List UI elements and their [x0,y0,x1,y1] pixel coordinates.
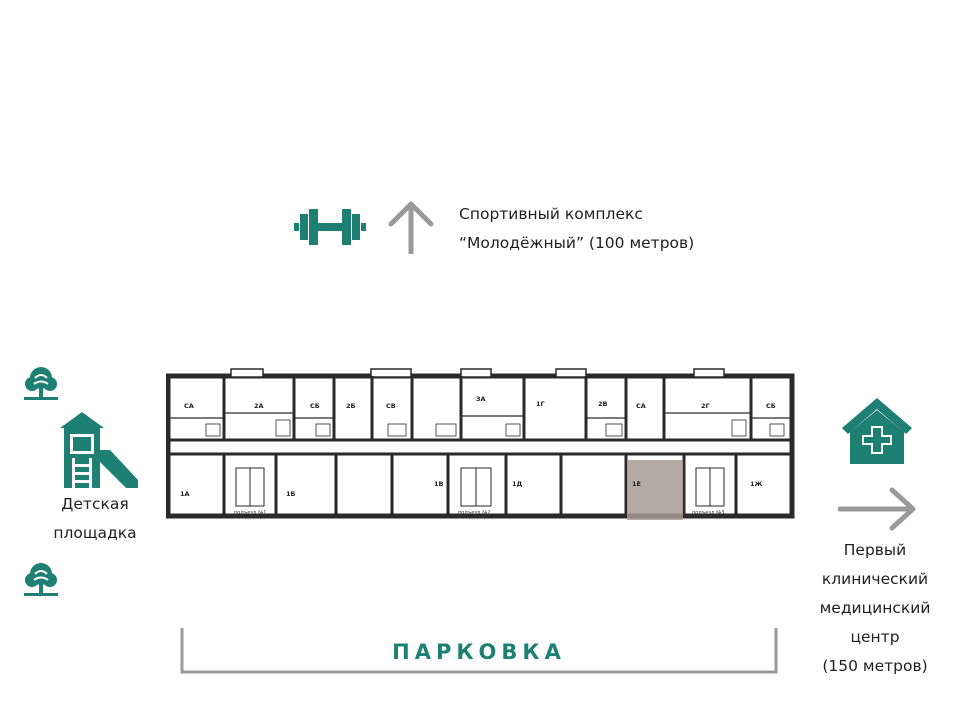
tree-icon [24,367,58,400]
clinic-line-1: Первый [843,541,907,559]
unit-code-top: 2В [598,400,608,408]
unit-code-top: СА [184,402,194,410]
playground-icon [60,412,138,488]
unit-code-top: 2А [254,402,264,410]
parking-label: ПАРКОВКА [392,640,566,664]
dumbbell-icon [294,209,366,245]
clinic-line-4: центр [850,628,900,646]
clinic-line-5: (150 метров) [822,657,928,675]
floor-plan: СА 2А СБ 2Б СВ 3А 1Г 2В СА 2Г СБ 1А 1Б 1В 1Д 1Е 1Ж подъ… [165,368,796,532]
up-arrow-wrap [386,200,436,258]
clinic-line-2: клинический [821,570,929,588]
unit-code-bottom: 1Д [512,480,523,488]
clinic-line-3: медицинский [819,599,931,617]
unit-code-bottom: 1Ж [750,480,763,488]
entrance-label: подъезд №2 [458,510,490,516]
entrance-label: подъезд №1 [234,510,266,516]
unit-code-top: СБ [310,402,320,410]
entrance-label: подъезд №3 [692,510,724,516]
medical-house-icon [842,398,912,464]
unit-code-bottom: 1Б [286,490,296,498]
unit-code-bottom: 1А [180,490,190,498]
tree-icon [24,563,58,596]
arrow-right-icon [837,487,916,531]
unit-code-bottom: 1Е [632,480,641,488]
parking-bracket [180,628,780,678]
highlighted-unit-fill [627,460,683,520]
tree-top-wrap [22,364,60,406]
clinic-label: Первый клинический медицинский центр (15… [815,536,935,681]
sport-line-1: Спортивный комплекс [459,205,643,223]
unit-code-top: СА [636,402,646,410]
unit-code-top: 1Г [536,400,545,408]
floor-plan-drawing: СА 2А СБ 2Б СВ 3А 1Г 2В СА 2Г СБ 1А 1Б 1В 1Д 1Е 1Ж подъ… [165,368,795,520]
arrow-up-icon [388,201,434,256]
playground-wrap [60,410,138,492]
playground-label: Детская площадка [40,490,150,548]
playground-line-1: Детская [61,495,129,513]
clinic-icon-wrap [840,396,914,468]
unit-code-top: 2Г [701,402,710,410]
unit-code-top: 3А [476,395,486,403]
sport-line-2: “Молодёжный” (100 метров) [459,234,695,252]
sport-complex-label: Спортивный комплекс “Молодёжный” (100 ме… [459,200,739,258]
unit-code-top: 2Б [346,402,356,410]
unit-code-top: СВ [386,402,396,410]
unit-code-top: СБ [766,402,776,410]
parking-bracket-shape [180,628,778,674]
tree-bottom-wrap [22,560,60,602]
right-arrow-wrap [837,486,918,536]
unit-code-bottom: 1В [434,480,444,488]
playground-line-2: площадка [53,524,137,542]
sport-icon-wrap [294,206,366,252]
